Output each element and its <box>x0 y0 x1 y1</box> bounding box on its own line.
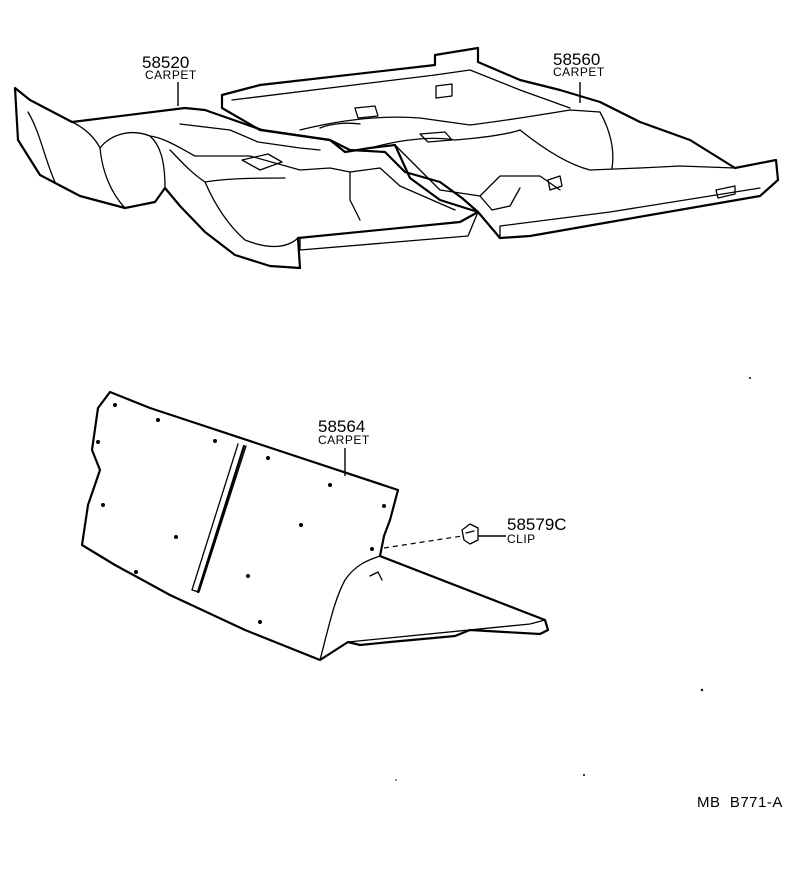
carpet-rear-58560-drawing <box>220 46 780 240</box>
leader-lines <box>177 82 581 537</box>
part-number-58520: 58520 <box>142 53 189 72</box>
carpet-front-58520-drawing <box>13 86 480 270</box>
clip-58579c-drawing <box>383 523 479 549</box>
part-name-58579c: CLIP <box>507 532 536 546</box>
carpet-luggage-58564-drawing <box>80 390 550 662</box>
part-number-58560: 58560 <box>553 50 600 69</box>
part-number-58564: 58564 <box>318 417 365 436</box>
part-name-58564: CARPET <box>318 433 370 447</box>
scan-specks <box>395 377 751 781</box>
figure-code: MB B771-A <box>697 794 783 811</box>
part-number-58579c: 58579C <box>507 515 567 534</box>
part-name-58560: CARPET <box>553 65 605 79</box>
part-name-58520: CARPET <box>145 68 197 82</box>
